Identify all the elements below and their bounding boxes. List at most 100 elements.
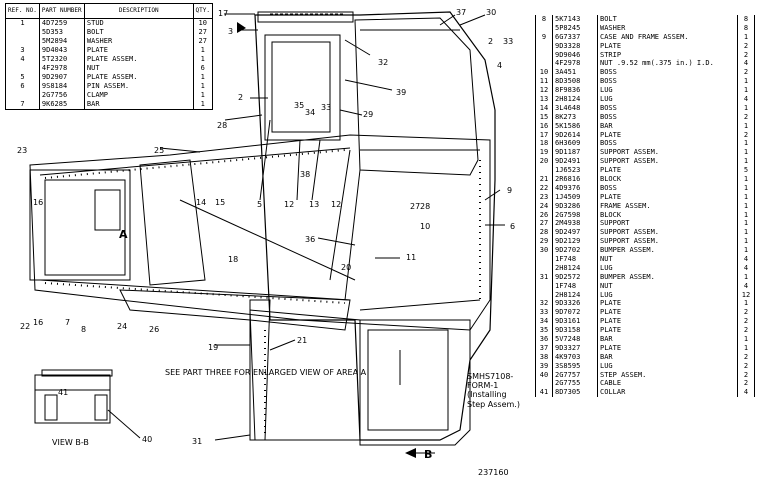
part-cell: 2G7757 — [552, 370, 598, 380]
qty-cell: 1 — [743, 343, 749, 352]
desc-cell: LUG — [597, 263, 738, 273]
part-cell: 9D9046 — [552, 50, 598, 60]
qty-cell: 1 — [743, 174, 749, 183]
part-cell: 9D2572 — [552, 272, 598, 282]
ref-cell: 28 — [535, 228, 553, 238]
desc-cell: CASE AND FRAME ASSEM. — [597, 32, 738, 42]
desc-cell: PLATE — [597, 317, 738, 327]
callout-label: 34 — [305, 108, 316, 117]
part-cell: 9D3286 — [552, 201, 598, 211]
ref-cell: 29 — [535, 237, 553, 247]
part-cell: 9K6285 — [39, 100, 85, 110]
ref-cell: 41 — [535, 388, 553, 398]
qty-header: QTY. — [193, 3, 213, 19]
desc-cell: LUG — [597, 86, 738, 96]
qty-cell: 1 — [200, 55, 205, 63]
desc-cell: PLATE — [597, 343, 738, 353]
callout-label: 39 — [396, 88, 407, 97]
ref-header: REF. NO. — [5, 3, 40, 19]
ref-cell: 22 — [535, 183, 553, 193]
desc-cell: CLAMP — [84, 91, 194, 100]
callout-label: 3 — [228, 27, 234, 36]
part-cell: 9D3161 — [552, 317, 598, 327]
desc-cell: BOLT — [597, 15, 738, 24]
callout-label: 33 — [321, 103, 332, 112]
callout-label: 7 — [65, 318, 71, 327]
qty-cell: 2 — [743, 379, 749, 388]
ref-cell: 27 — [535, 219, 553, 229]
desc-cell: BOSS — [597, 139, 738, 149]
qty-cell: 1 — [743, 192, 749, 201]
ref-cell: 23 — [535, 192, 553, 202]
ref-cell: 19 — [535, 148, 553, 158]
desc-cell: SUPPORT ASSEM. — [597, 157, 738, 167]
desc-cell: BUMPER ASSEM. — [597, 246, 738, 256]
form-note-line: FORM-1 — [467, 381, 499, 391]
callout-label: 33 — [503, 37, 514, 46]
desc-cell: NUT .9.52 mm(.375 in.) I.D. — [597, 59, 738, 69]
ref-cell — [535, 379, 553, 389]
ref-cell — [535, 23, 553, 33]
callout-label: 14 — [196, 198, 207, 207]
qty-cell: 1 — [743, 32, 749, 41]
part-cell: 2H8124 — [552, 95, 598, 104]
desc-cell: LUG — [597, 95, 738, 104]
desc-cell: BAR — [84, 100, 194, 110]
qty-cell: 1 — [200, 91, 205, 99]
part-cell: 9D3326 — [552, 299, 598, 309]
ref-cell: 26 — [535, 210, 553, 220]
table-header: REF. NO. PART NUMBER DESCRIPTION QTY. — [5, 3, 213, 19]
ref-cell: 40 — [535, 370, 553, 380]
callout-label: 18 — [228, 255, 239, 264]
qty-cell: 1 — [743, 228, 749, 237]
ref-cell — [535, 281, 553, 291]
callout-label: 31 — [192, 437, 203, 446]
desc-cell: WASHER — [597, 23, 738, 33]
callout-label: 9 — [507, 186, 513, 195]
part-cell: 2H8124 — [552, 263, 598, 273]
ref-cell: 6 — [5, 82, 40, 91]
qty-cell: 4 — [743, 254, 749, 263]
ref-cell: 31 — [535, 272, 553, 282]
ref-cell: 8 — [535, 15, 553, 24]
qty-cell: 6 — [200, 64, 205, 72]
qty-cell: 2 — [743, 50, 749, 59]
part-cell: 6G7337 — [552, 32, 598, 42]
qty-cell: 2 — [743, 68, 749, 77]
callout-label: 11 — [406, 253, 417, 262]
callout-label: 22 — [20, 322, 31, 331]
desc-cell: PLATE ASSEM. — [84, 73, 194, 82]
callout-label: 35 — [294, 101, 305, 110]
desc-cell: FRAME ASSEM. — [597, 201, 738, 211]
ref-cell: 35 — [535, 326, 553, 336]
part-cell: 1F748 — [552, 281, 598, 291]
desc-cell: STUD — [84, 18, 194, 28]
qty-cell: 1 — [200, 73, 205, 81]
desc-cell: BOLT — [84, 28, 194, 37]
part-cell: 4D7259 — [39, 18, 85, 28]
callout-label: 32 — [378, 58, 389, 67]
callout-label: 28 — [217, 121, 228, 130]
part-cell: 4F2978 — [39, 64, 85, 73]
ref-cell: 30 — [535, 246, 553, 256]
